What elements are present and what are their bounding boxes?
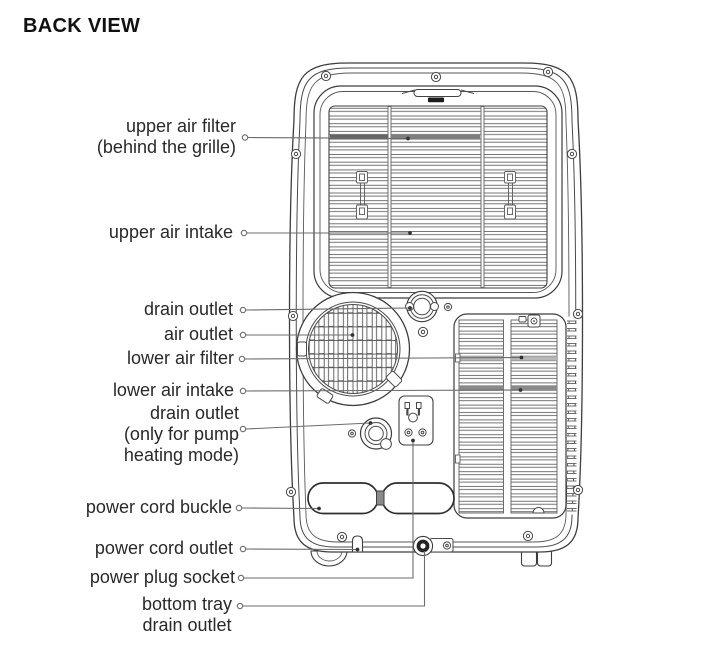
leader-anchors xyxy=(235,134,249,610)
casters xyxy=(310,548,553,567)
leader-dots xyxy=(317,136,524,552)
label-pump-drain-outlet: drain outlet (only for pump heating mode… xyxy=(123,403,239,465)
fan-air-outlet xyxy=(295,291,411,407)
bottom-tray-drain xyxy=(412,535,454,557)
filter-clip-right xyxy=(504,171,516,220)
label-power-cord-buckle: power cord buckle xyxy=(85,497,232,517)
lower-grille xyxy=(453,313,567,519)
drain-outlet-fitting xyxy=(405,290,439,323)
lower-air-intake-slat xyxy=(459,385,504,391)
leader-lines xyxy=(235,134,524,610)
side-vent-strip xyxy=(567,316,577,515)
label-lower-air-intake: lower air intake xyxy=(112,380,234,400)
pump-drain-outlet-fitting xyxy=(359,417,393,450)
label-lower-air-filter: lower air filter xyxy=(126,348,234,368)
power-cord-outlet-notch xyxy=(351,535,364,552)
upper-air-filter-slat xyxy=(330,134,388,140)
filter-clip-left xyxy=(356,171,368,220)
power-plug-socket xyxy=(398,395,434,446)
carry-handle xyxy=(401,89,475,103)
label-air-outlet: air outlet xyxy=(163,324,233,344)
label-upper-air-intake: upper air intake xyxy=(108,222,233,242)
lower-air-filter-slat xyxy=(459,356,504,361)
upper-grille xyxy=(313,85,563,299)
label-drain-outlet: drain outlet xyxy=(143,299,233,319)
label-bottom-tray-drain-outlet: bottom tray drain outlet xyxy=(141,594,232,635)
label-upper-air-filter: upper air filter (behind the grille) xyxy=(96,116,236,157)
power-cord-buckle xyxy=(307,482,455,515)
label-power-plug-socket: power plug socket xyxy=(89,567,235,587)
label-power-cord-outlet: power cord outlet xyxy=(94,538,233,558)
page-title: BACK VIEW xyxy=(23,15,141,37)
